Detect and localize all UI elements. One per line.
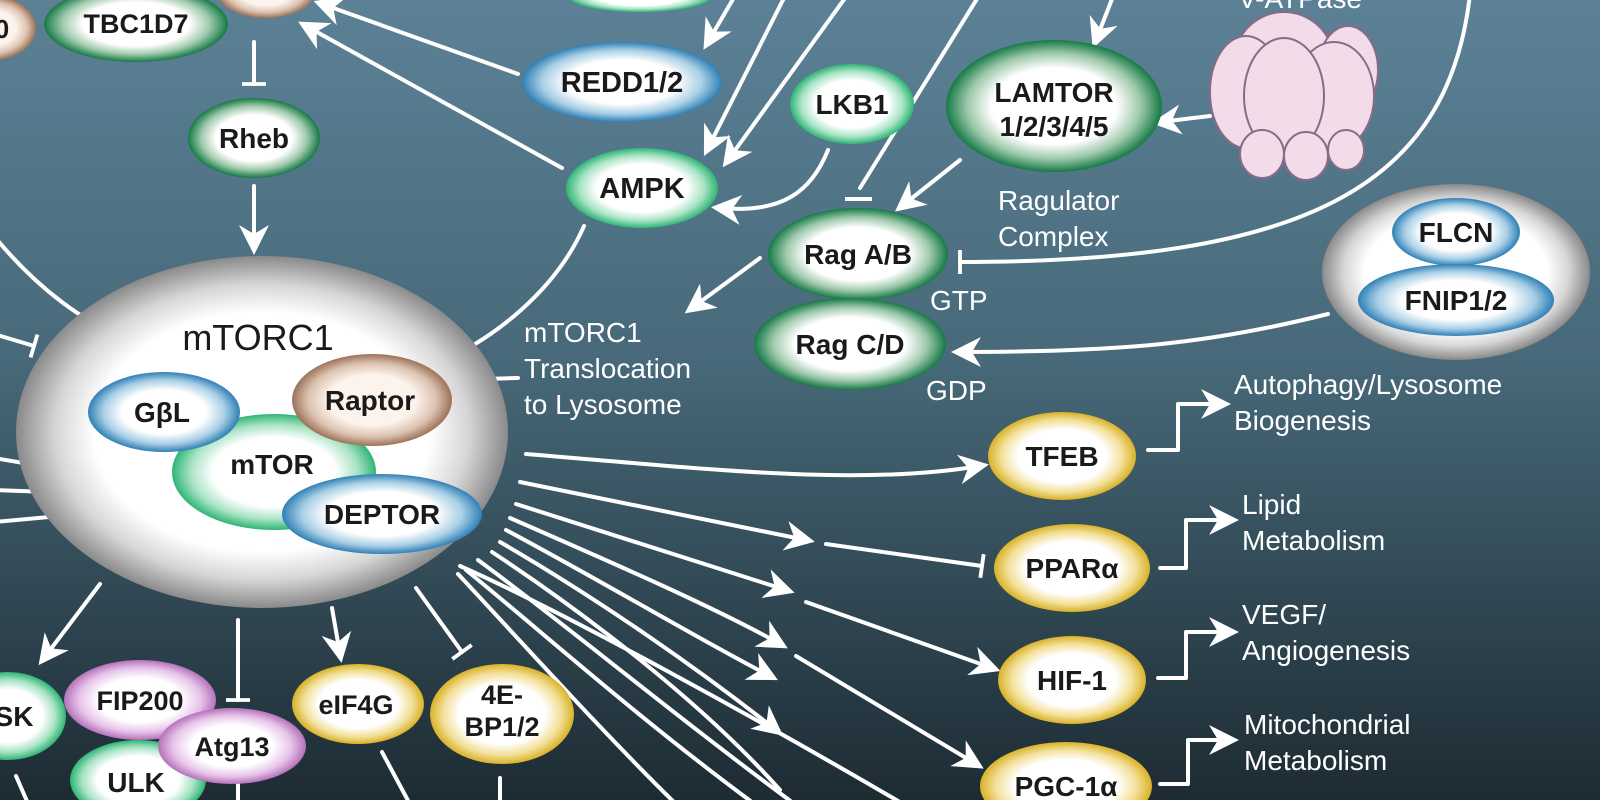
node-eif4g: eIF4G xyxy=(292,664,424,744)
node-4ebp-label-line2: BP1/2 xyxy=(464,712,539,742)
node-hif1-label: HIF-1 xyxy=(1037,665,1107,696)
node-tbc1d7-label: TBC1D7 xyxy=(83,9,188,39)
translocation-label-line2: Translocation xyxy=(524,353,691,384)
ragulator-label-line2: Complex xyxy=(998,221,1108,252)
translocation-label-line3: to Lysosome xyxy=(524,389,682,420)
node-fip200: FIP200 xyxy=(64,660,216,740)
node-partial-left-label: 0 xyxy=(0,14,9,44)
node-lkb1-label: LKB1 xyxy=(815,89,888,120)
node-rag-ab-label: Rag A/B xyxy=(804,239,912,270)
node-ulk-label: ULK xyxy=(107,767,165,798)
node-flcn-label: FLCN xyxy=(1419,217,1494,248)
node-flcn-fnip-complex: FLCN FNIP1/2 xyxy=(1322,184,1590,360)
node-tfeb-label: TFEB xyxy=(1025,441,1098,472)
node-eif4g-label: eIF4G xyxy=(318,690,393,720)
autophagy-label-line2: Biogenesis xyxy=(1234,405,1371,436)
node-ppara-label: PPARα xyxy=(1026,553,1119,584)
node-rheb: Rheb xyxy=(188,98,320,178)
vatpase-structure xyxy=(1209,11,1379,181)
node-mtor-label: mTOR xyxy=(230,449,314,480)
node-partial-top-green xyxy=(570,0,710,12)
node-redd: REDD1/2 xyxy=(522,42,722,122)
node-deptor-label: DEPTOR xyxy=(324,499,440,530)
node-pgc1a-label: PGC-1α xyxy=(1015,771,1118,800)
node-lamtor: LAMTOR 1/2/3/4/5 xyxy=(946,40,1162,172)
node-rag-ab: Rag A/B xyxy=(768,208,948,300)
mito-label-line1: Mitochondrial xyxy=(1244,709,1411,740)
gtp-label: GTP xyxy=(930,285,988,316)
mito-label-line2: Metabolism xyxy=(1244,745,1387,776)
node-rag-cd-label: Rag C/D xyxy=(796,329,905,360)
node-partial-top xyxy=(219,0,313,18)
ragulator-label-line1: Ragulator xyxy=(998,185,1119,216)
node-atg13-label: Atg13 xyxy=(194,732,269,762)
node-tbc1d7: TBC1D7 xyxy=(44,0,228,62)
node-pgc1a: PGC-1α xyxy=(980,742,1152,800)
node-lamtor-label-line1: LAMTOR xyxy=(994,77,1113,108)
node-4ebp: 4E- BP1/2 xyxy=(430,664,574,764)
vegf-label-line1: VEGF/ xyxy=(1242,599,1326,630)
node-tfeb: TFEB xyxy=(988,412,1136,500)
node-rheb-label: Rheb xyxy=(219,123,289,154)
translocation-label-line1: mTORC1 xyxy=(524,317,642,348)
node-gbl-label: GβL xyxy=(134,397,190,428)
node-s6k-partial: SK xyxy=(0,672,66,760)
mtorc1-title: mTORC1 xyxy=(182,317,333,358)
node-atg13: Atg13 xyxy=(158,708,306,784)
node-rag-cd: Rag C/D xyxy=(754,298,946,390)
autophagy-label-line1: Autophagy/Lysosome xyxy=(1234,369,1502,400)
node-ampk-label: AMPK xyxy=(599,173,684,205)
vegf-label-line2: Angiogenesis xyxy=(1242,635,1410,666)
node-mtorc1-complex: mTORC1 mTOR GβL Raptor DEPTOR xyxy=(16,256,508,608)
gdp-label: GDP xyxy=(926,375,987,406)
vatpase-label: V-ATPase xyxy=(1238,0,1362,14)
node-lkb1: LKB1 xyxy=(790,64,914,144)
node-raptor-label: Raptor xyxy=(325,385,415,416)
node-ampk: AMPK xyxy=(566,148,718,228)
node-4ebp-label-line1: 4E- xyxy=(481,680,523,710)
node-fnip-label: FNIP1/2 xyxy=(1405,285,1508,316)
node-fip200-label: FIP200 xyxy=(96,686,183,716)
connector-lines xyxy=(28,0,1239,769)
lipid-label-line1: Lipid xyxy=(1242,489,1301,520)
node-partial-left: 0 xyxy=(0,0,36,60)
node-ppara: PPARα xyxy=(994,524,1150,612)
node-lamtor-label-line2: 1/2/3/4/5 xyxy=(1000,111,1109,142)
node-hif1: HIF-1 xyxy=(998,636,1146,724)
node-s6k-partial-label: SK xyxy=(0,701,33,732)
node-redd-label: REDD1/2 xyxy=(561,67,684,99)
lipid-label-line2: Metabolism xyxy=(1242,525,1385,556)
